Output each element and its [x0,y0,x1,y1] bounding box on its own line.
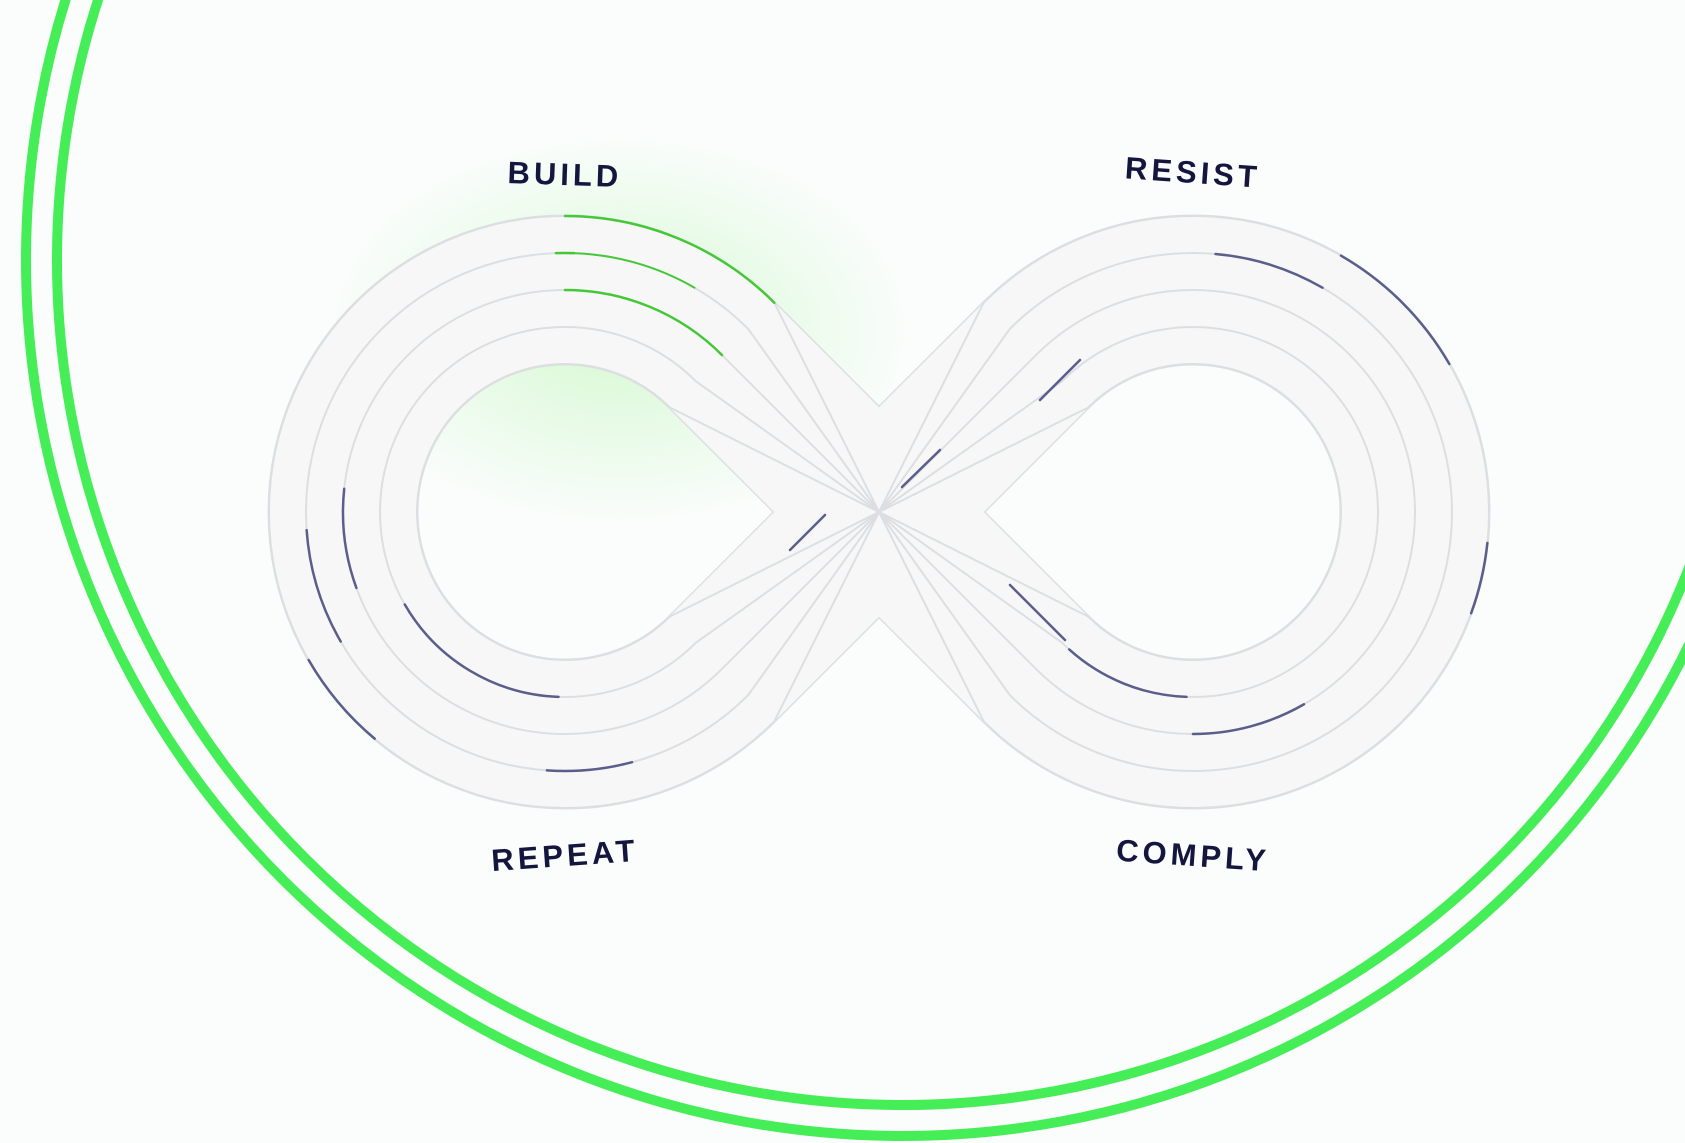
lane-line [379,326,1379,698]
navy-accent [1191,703,1306,736]
label-build: BUILD [507,155,623,194]
lane-line [268,215,1490,809]
navy-accent [1008,583,1067,642]
navy-accent [1214,252,1324,289]
green-accent [563,214,776,304]
navy-accent [305,528,342,643]
navy-accent [545,760,634,773]
lane-line [305,252,1453,772]
outer-rings [21,0,1685,1141]
outer-ring-2 [52,0,1685,1110]
green-accent [564,252,696,289]
navy-accent [341,487,358,590]
lane-line [342,289,1416,735]
outer-ring-1 [21,0,1685,1141]
navy-accent [900,448,942,489]
lane-line [416,363,1342,661]
navy-accent [1469,541,1489,615]
navy-accent [307,658,376,740]
navy-accent [788,513,827,552]
navy-accent [1067,648,1188,699]
infinity-icon [267,130,1491,810]
navy-accent [1339,254,1451,366]
green-accent [563,288,724,357]
navy-accent [1038,358,1082,402]
navy-accent [403,603,560,699]
